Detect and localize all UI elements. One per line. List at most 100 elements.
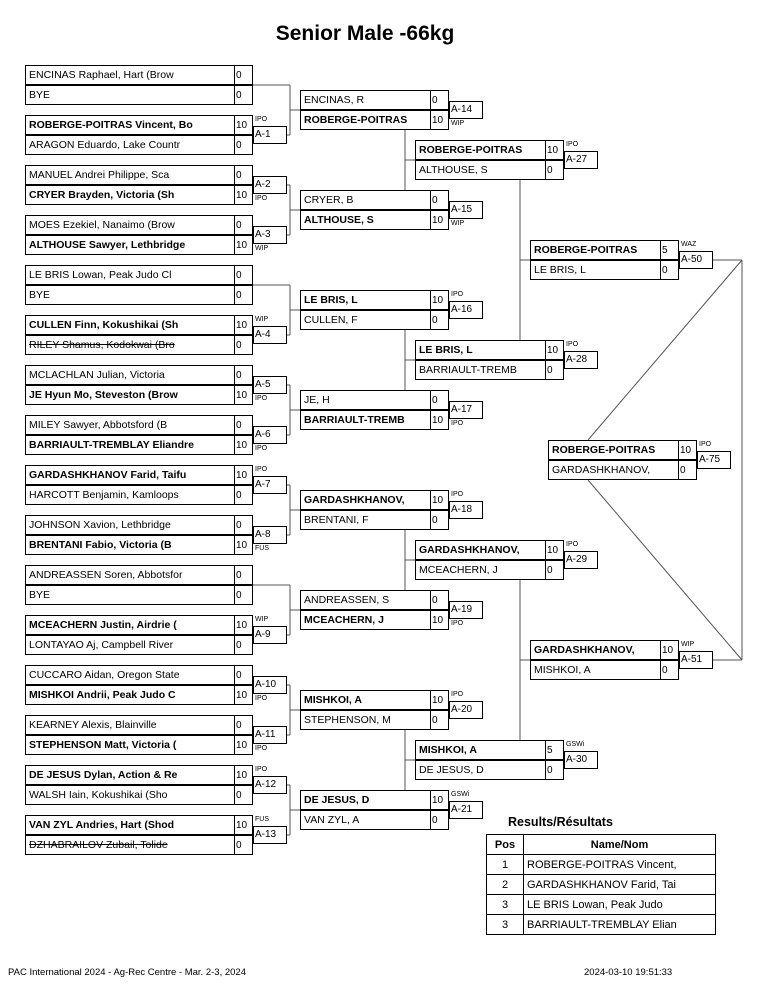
competitor-name: ROBERGE-POITRAS (304, 114, 408, 126)
score-value: 0 (547, 765, 553, 776)
match-label: A-11 (253, 726, 287, 744)
score-value: 10 (236, 820, 248, 831)
match-label: A-27 (564, 151, 598, 169)
competitor-name: BYE (29, 289, 51, 301)
match-result: IPO (566, 141, 579, 148)
competitor-score: 10 (661, 640, 679, 660)
competitor-score: 0 (235, 65, 253, 85)
score-value: 10 (432, 615, 444, 626)
competitor-score: 0 (235, 785, 253, 805)
competitor-name: BRENTANI, F (304, 514, 369, 526)
match-result: IPO (255, 466, 268, 473)
match-label: A-14 (449, 101, 483, 119)
competitor-name: DE JESUS, D (419, 764, 484, 776)
match-label: A-15 (449, 201, 483, 219)
competitor-slot: LE BRIS, L (530, 260, 661, 280)
score-value: 10 (432, 295, 444, 306)
competitor-name: STEPHENSON, M (304, 714, 391, 726)
competitor-name: BARRIAULT-TREMB (304, 414, 405, 426)
competitor-score: 0 (431, 90, 449, 110)
score-value: 10 (236, 470, 248, 481)
competitor-name: DZHABRAILOV Zubail, Tolide (29, 839, 168, 851)
competitor-score: 10 (235, 115, 253, 135)
competitor-slot: CULLEN, F (300, 310, 431, 330)
score-value: 10 (236, 120, 248, 131)
competitor-score: 10 (235, 615, 253, 635)
score-value: 0 (236, 590, 242, 601)
competitor-name: LONTAYAO Aj, Campbell River (29, 639, 174, 651)
competitor-score: 0 (235, 165, 253, 185)
match-result: IPO (255, 395, 268, 402)
competitor-slot: BRENTANI Fabio, Victoria (B (25, 535, 235, 555)
competitor-score: 10 (235, 815, 253, 835)
score-value: 0 (236, 840, 242, 851)
competitor-name: DE JESUS, D (304, 794, 370, 806)
competitor-score: 0 (235, 335, 253, 355)
competitor-name: ALTHOUSE Sawyer, Lethbridge (29, 239, 186, 251)
competitor-slot: JE, H (300, 390, 431, 410)
match-label: A-19 (449, 601, 483, 619)
competitor-slot: WALSH Iain, Kokushikai (Sho (25, 785, 235, 805)
competitor-slot: BYE (25, 585, 235, 605)
competitor-score: 0 (661, 260, 679, 280)
match-result: FUS (255, 545, 269, 552)
competitor-name: LE BRIS Lowan, Peak Judo Cl (29, 269, 172, 281)
match-result: WIP (255, 316, 269, 323)
bracket-line (587, 479, 743, 661)
competitor-score: 10 (235, 735, 253, 755)
competitor-score: 10 (235, 535, 253, 555)
competitor-score: 0 (235, 85, 253, 105)
competitor-score: 0 (235, 415, 253, 435)
match-result: WIP (255, 245, 269, 252)
results-pos: 3 (486, 894, 524, 915)
competitor-slot: GARDASHKHANOV, (548, 460, 679, 480)
competitor-name: CULLEN Finn, Kokushikai (Sh (29, 319, 179, 331)
competitor-slot: ROBERGE-POITRAS (530, 240, 661, 260)
match-result: IPO (255, 695, 268, 702)
page-title: Senior Male -66kg (275, 22, 455, 45)
competitor-name: JOHNSON Xavion, Lethbridge (29, 519, 171, 531)
score-value: 0 (432, 815, 438, 826)
competitor-slot: MOES Ezekiel, Nanaimo (Brow (25, 215, 235, 235)
footer-event: PAC International 2024 - Ag-Rec Centre -… (8, 967, 246, 978)
competitor-slot: ROBERGE-POITRAS Vincent, Bo (25, 115, 235, 135)
competitor-slot: LONTAYAO Aj, Campbell River (25, 635, 235, 655)
score-value: 10 (432, 215, 444, 226)
competitor-score: 0 (546, 160, 564, 180)
competitor-score: 10 (235, 685, 253, 705)
score-value: 10 (547, 145, 559, 156)
competitor-name: STEPHENSON Matt, Victoria ( (29, 739, 177, 751)
score-value: 10 (236, 240, 248, 251)
competitor-score: 0 (546, 560, 564, 580)
competitor-slot: VAN ZYL Andries, Hart (Shod (25, 815, 235, 835)
results-row: 3 BARRIAULT-TREMBLAY Elian (486, 914, 716, 935)
competitor-score: 10 (235, 465, 253, 485)
competitor-slot: DE JESUS Dylan, Action & Re (25, 765, 235, 785)
competitor-slot: ANDREASSEN Soren, Abbotsfor (25, 565, 235, 585)
competitor-slot: ARAGON Eduardo, Lake Countr (25, 135, 235, 155)
competitor-score: 0 (235, 635, 253, 655)
competitor-slot: BRENTANI, F (300, 510, 431, 530)
competitor-score: 0 (235, 365, 253, 385)
competitor-score: 0 (235, 665, 253, 685)
match-result: IPO (255, 745, 268, 752)
competitor-score: 10 (235, 185, 253, 205)
competitor-name: VAN ZYL Andries, Hart (Shod (29, 819, 175, 831)
score-value: 0 (662, 265, 668, 276)
match-result: IPO (451, 691, 464, 698)
results-row: 1 ROBERGE-POITRAS Vincent, (486, 854, 716, 875)
competitor-score: 10 (235, 765, 253, 785)
competitor-name: WALSH Iain, Kokushikai (Sho (29, 789, 168, 801)
score-value: 0 (432, 595, 438, 606)
competitor-name: ALTHOUSE, S (304, 214, 374, 226)
score-value: 0 (236, 340, 242, 351)
competitor-score: 0 (661, 660, 679, 680)
competitor-score: 10 (235, 385, 253, 405)
competitor-name: MISHKOI, A (304, 694, 362, 706)
competitor-slot: RILEY Shamus, Kodokwai (Bro (25, 335, 235, 355)
results-name: ROBERGE-POITRAS Vincent, (523, 854, 716, 875)
score-value: 0 (432, 315, 438, 326)
competitor-slot: CRYER Brayden, Victoria (Sh (25, 185, 235, 205)
footer-timestamp: 2024-03-10 19:51:33 (584, 967, 673, 978)
score-value: 0 (236, 790, 242, 801)
